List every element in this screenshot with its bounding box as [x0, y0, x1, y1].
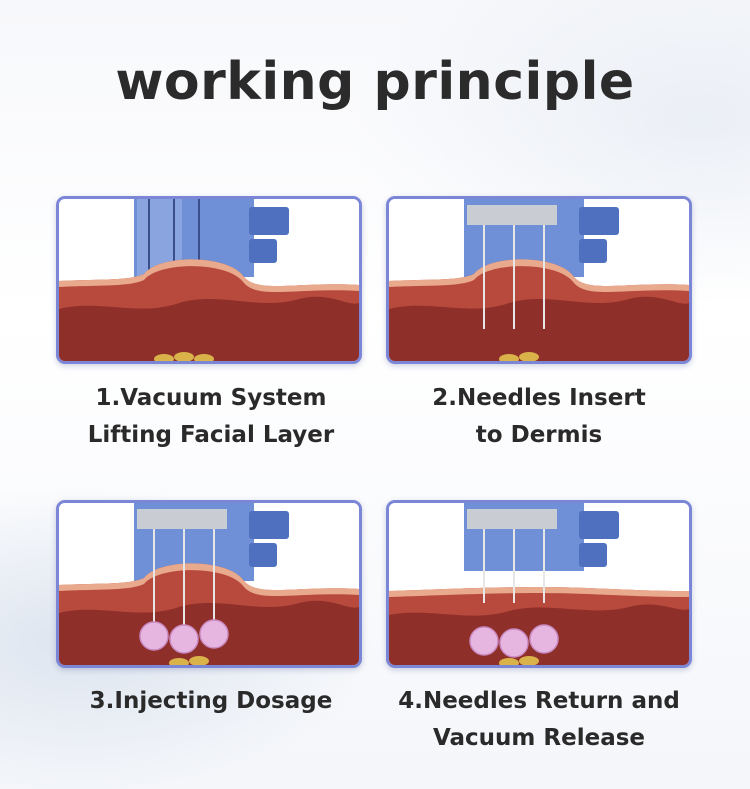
step-4-line-2: Vacuum Release — [432, 725, 646, 751]
injecting-dosage-diagram — [59, 503, 359, 665]
step-2-line-1: 2.Needles Insert — [432, 385, 646, 411]
step-4-illustration — [386, 500, 692, 668]
step-3-line-1: 3.Injecting Dosage — [89, 688, 333, 714]
step-2-illustration — [386, 196, 692, 364]
needles — [483, 529, 545, 603]
step-2-line-2: to Dermis — [475, 422, 603, 448]
step-2-caption: 2.Needles Insert to Dermis — [374, 380, 704, 454]
needle-insert-diagram — [389, 199, 689, 361]
needles — [153, 529, 215, 625]
skin-layer — [389, 259, 689, 361]
device-head — [464, 503, 619, 571]
needle-return-diagram — [389, 503, 689, 665]
page-title: working principle — [115, 52, 635, 112]
dosage-droplets — [139, 619, 229, 654]
step-3-illustration — [56, 500, 362, 668]
dosage-droplets — [469, 624, 559, 658]
step-4-line-1: 4.Needles Return and — [398, 688, 680, 714]
step-1-illustration — [56, 196, 362, 364]
step-1-caption: 1.Vacuum System Lifting Facial Layer — [46, 380, 376, 454]
needles — [483, 225, 545, 329]
step-4-caption: 4.Needles Return and Vacuum Release — [374, 683, 704, 757]
step-1-line-1: 1.Vacuum System — [95, 385, 327, 411]
step-1-line-2: Lifting Facial Layer — [87, 422, 335, 448]
step-3-caption: 3.Injecting Dosage — [46, 683, 376, 720]
skin-layer — [59, 259, 359, 361]
device-head — [134, 199, 289, 277]
vacuum-lift-diagram — [59, 199, 359, 361]
